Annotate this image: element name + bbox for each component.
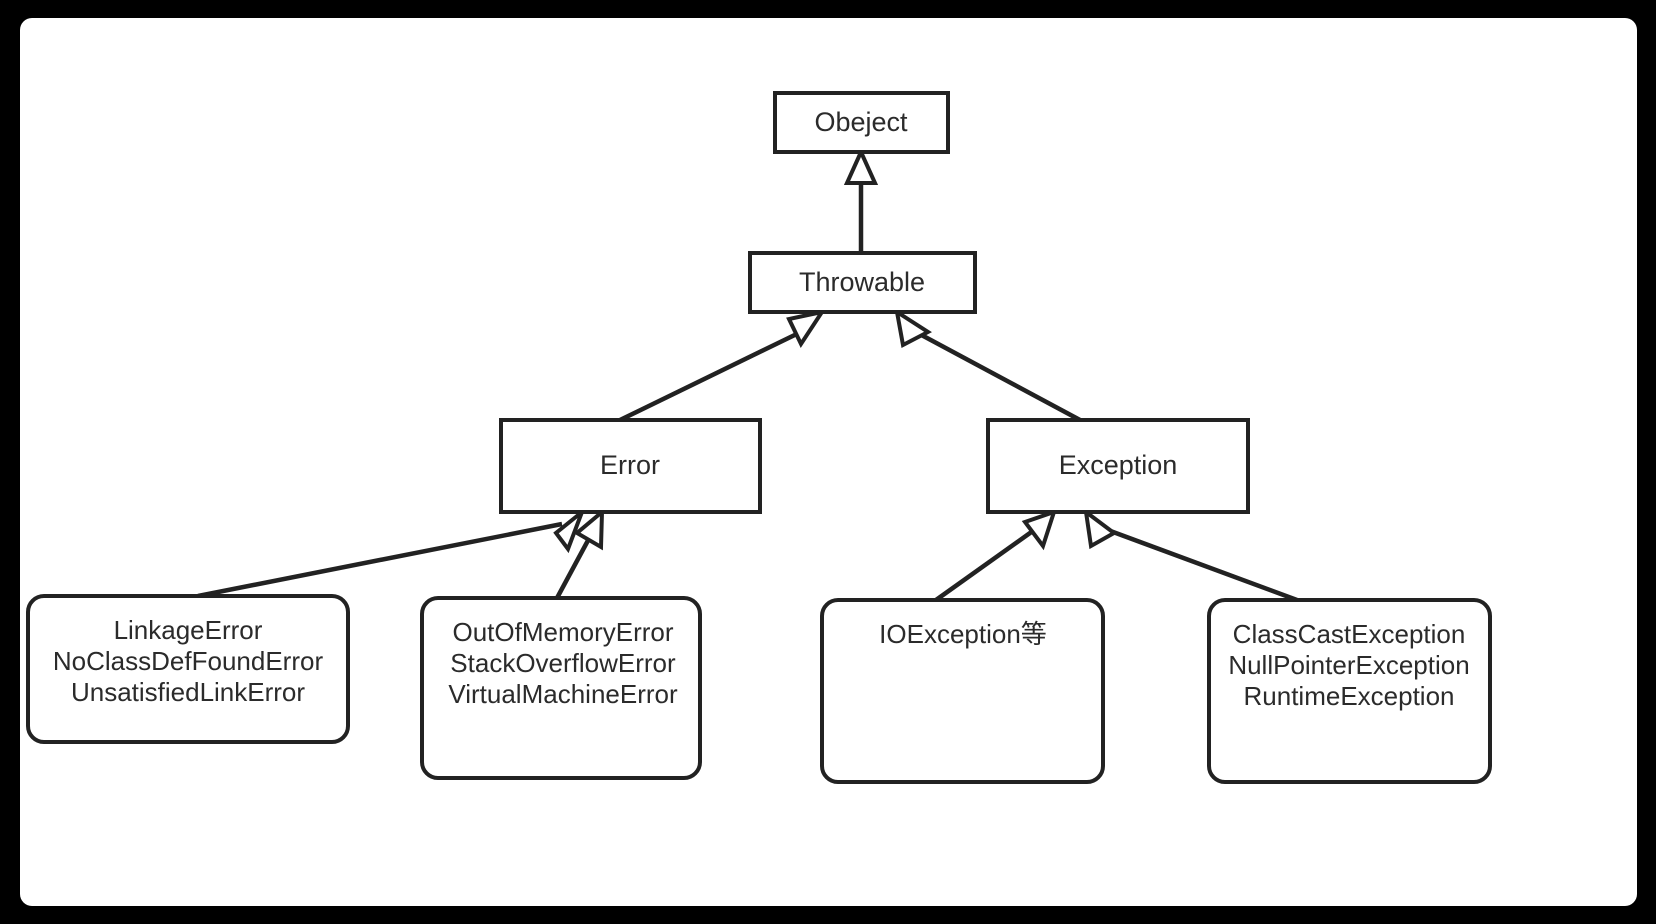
node-error-label: Error <box>600 450 660 480</box>
node-runtime-exceptions-line-1: ClassCastException <box>1233 619 1466 649</box>
node-runtime-exceptions-line-2: NullPointerException <box>1228 650 1469 680</box>
node-vm-errors-line-2: StackOverflowError <box>450 648 676 678</box>
node-linkage-errors-line-1: LinkageError <box>114 615 263 645</box>
node-runtime-exceptions-line-3: RuntimeException <box>1244 681 1455 711</box>
node-vm-errors-line-1: OutOfMemoryError <box>452 617 673 647</box>
edge-throwable-to-object <box>843 147 879 253</box>
node-checked-exceptions[interactable]: IOException等 <box>820 598 1105 784</box>
edge-vm-to-error <box>555 507 605 600</box>
node-vm-errors-line-3: VirtualMachineError <box>448 679 678 709</box>
node-exception-label: Exception <box>1059 450 1178 480</box>
node-vm-errors[interactable]: OutOfMemoryError StackOverflowError Virt… <box>420 596 702 780</box>
edge-error-to-throwable <box>619 309 827 423</box>
node-throwable[interactable]: Throwable <box>748 251 977 314</box>
node-checked-exceptions-line-1: IOException等 <box>879 619 1047 649</box>
node-throwable-label: Throwable <box>799 267 925 297</box>
edge-linkage-to-error <box>197 505 587 599</box>
edge-checked-to-exception <box>934 508 1058 602</box>
edge-runtime-to-exception <box>1083 507 1298 603</box>
node-linkage-errors[interactable]: LinkageError NoClassDefFoundError Unsati… <box>26 594 350 744</box>
node-error[interactable]: Error <box>499 418 762 514</box>
node-obeject-label: Obeject <box>814 107 908 137</box>
node-obeject[interactable]: Obeject <box>773 91 950 154</box>
node-runtime-exceptions[interactable]: ClassCastException NullPointerException … <box>1207 598 1492 784</box>
node-linkage-errors-line-2: NoClassDefFoundError <box>53 646 324 676</box>
node-exception[interactable]: Exception <box>986 418 1250 514</box>
edge-exception-to-throwable <box>894 307 1082 422</box>
node-linkage-errors-line-3: UnsatisfiedLinkError <box>71 677 305 707</box>
